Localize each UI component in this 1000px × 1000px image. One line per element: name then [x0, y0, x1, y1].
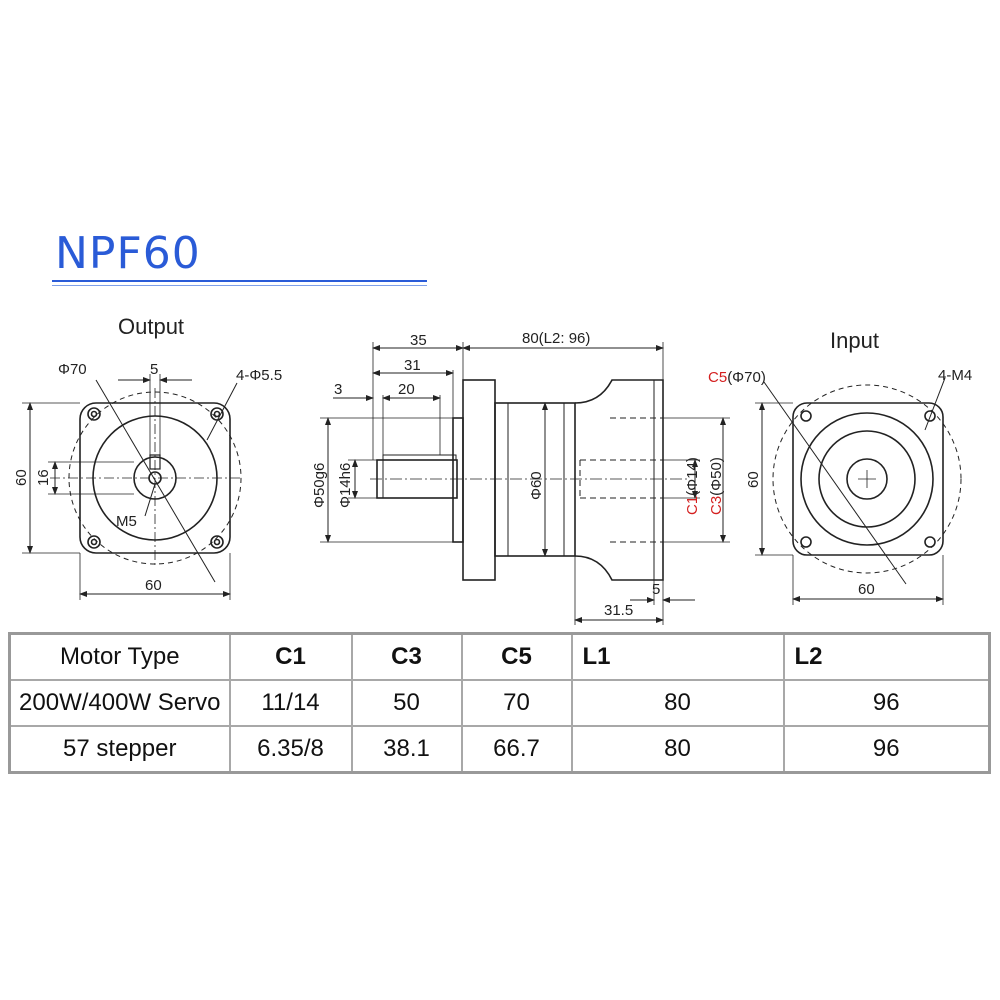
input-view: Input: [755, 328, 962, 605]
motor-adapter: [574, 379, 664, 581]
c5-label: C5: [708, 369, 727, 386]
table-row: 57 stepper 6.35/8 38.1 66.7 80 96: [8, 725, 991, 774]
header-c3: C3: [350, 632, 463, 681]
table-cell: 38.1: [350, 725, 463, 774]
dim-total-label: 80(L2: 96): [522, 330, 590, 347]
gearbox-body: [494, 402, 576, 557]
input-hole-bl: [800, 536, 812, 548]
header-l1: L1: [570, 632, 785, 681]
c3-label: C3: [708, 496, 725, 515]
input-holes-label: 4-M4: [938, 367, 972, 384]
table-cell: 96: [782, 725, 991, 774]
header-c1: C1: [228, 632, 353, 681]
header-c5: C5: [460, 632, 573, 681]
dim-5-label: 5: [652, 581, 660, 598]
dim-20-label: 20: [398, 381, 415, 398]
table-cell: 57 stepper: [8, 725, 231, 774]
output-dia-label: Φ70: [58, 361, 87, 378]
dim-35-label: 35: [410, 332, 427, 349]
c5-value: (Φ70): [727, 369, 766, 386]
input-width-label: 60: [858, 581, 875, 598]
side-dimension-labels: 35 80(L2: 96) 31 3 20 Φ50g6 Φ14h6 Φ60 C1…: [311, 330, 725, 619]
table-cell: 11/14: [228, 679, 353, 727]
output-view: Output: [22, 314, 242, 600]
input-dimension-labels: C5(Φ70) 4-M4 60 60: [708, 367, 972, 598]
side-flange: [462, 379, 496, 581]
input-height-label: 60: [745, 471, 762, 488]
output-shaft-label: 16: [35, 469, 52, 486]
table-cell: 6.35/8: [228, 725, 353, 774]
header-l2: L2: [782, 632, 991, 681]
table-cell: 70: [460, 679, 573, 727]
output-hole-bl: [87, 535, 101, 549]
dim-31-label: 31: [404, 357, 421, 374]
dim-31-5-label: 31.5: [604, 602, 633, 619]
technical-drawing: Output: [13, 314, 972, 625]
input-flange: [792, 402, 944, 556]
specification-table: Motor Type C1 C3 C5 L1 L2 200W/400W Serv…: [8, 632, 991, 774]
table-cell: 200W/400W Servo: [8, 679, 231, 727]
input-label: Input: [830, 328, 879, 353]
table-cell: 50: [350, 679, 463, 727]
output-hole-br: [210, 535, 224, 549]
output-width-label: 60: [145, 577, 162, 594]
dia-shaft-label: Φ14h6: [337, 463, 354, 508]
table-cell: 96: [782, 679, 991, 727]
output-thread-label: M5: [116, 513, 137, 530]
c3-value: (Φ50): [708, 457, 725, 496]
header-motor-type: Motor Type: [8, 632, 231, 681]
output-dimension-labels: Φ70 5 4-Φ5.5 60 16 M5 60: [13, 361, 282, 594]
c5-dimension-label: C5(Φ70): [708, 369, 766, 386]
input-hole-br: [924, 536, 936, 548]
output-label: Output: [118, 314, 184, 339]
title-underline-thin: [52, 285, 427, 286]
input-hole-tl: [800, 410, 812, 422]
side-view: [320, 342, 730, 625]
table-header-row: Motor Type C1 C3 C5 L1 L2: [8, 632, 991, 681]
table-row: 200W/400W Servo 11/14 50 70 80 96: [8, 679, 991, 727]
dia-spigot-label: Φ50g6: [311, 463, 328, 508]
table-cell: 80: [570, 679, 785, 727]
dia-body-label: Φ60: [528, 471, 545, 500]
output-key-label: 5: [150, 361, 158, 378]
shaft-key: [382, 454, 457, 461]
table-cell: 80: [570, 725, 785, 774]
c1-value: (Φ14): [684, 457, 701, 496]
dim-3-label: 3: [334, 381, 342, 398]
c1-dimension-label: C1(Φ14): [684, 457, 701, 515]
output-holes-label: 4-Φ5.5: [236, 367, 282, 384]
c3-dimension-label: C3(Φ50): [708, 457, 725, 515]
input-hole-tr: [924, 410, 936, 422]
spigot: [452, 417, 464, 543]
output-hole-tl: [87, 407, 101, 421]
diagram-title: NPF60: [55, 228, 201, 279]
c1-label: C1: [684, 496, 701, 515]
title-underline: [52, 280, 427, 282]
output-height-label: 60: [13, 469, 30, 486]
table-cell: 66.7: [460, 725, 573, 774]
